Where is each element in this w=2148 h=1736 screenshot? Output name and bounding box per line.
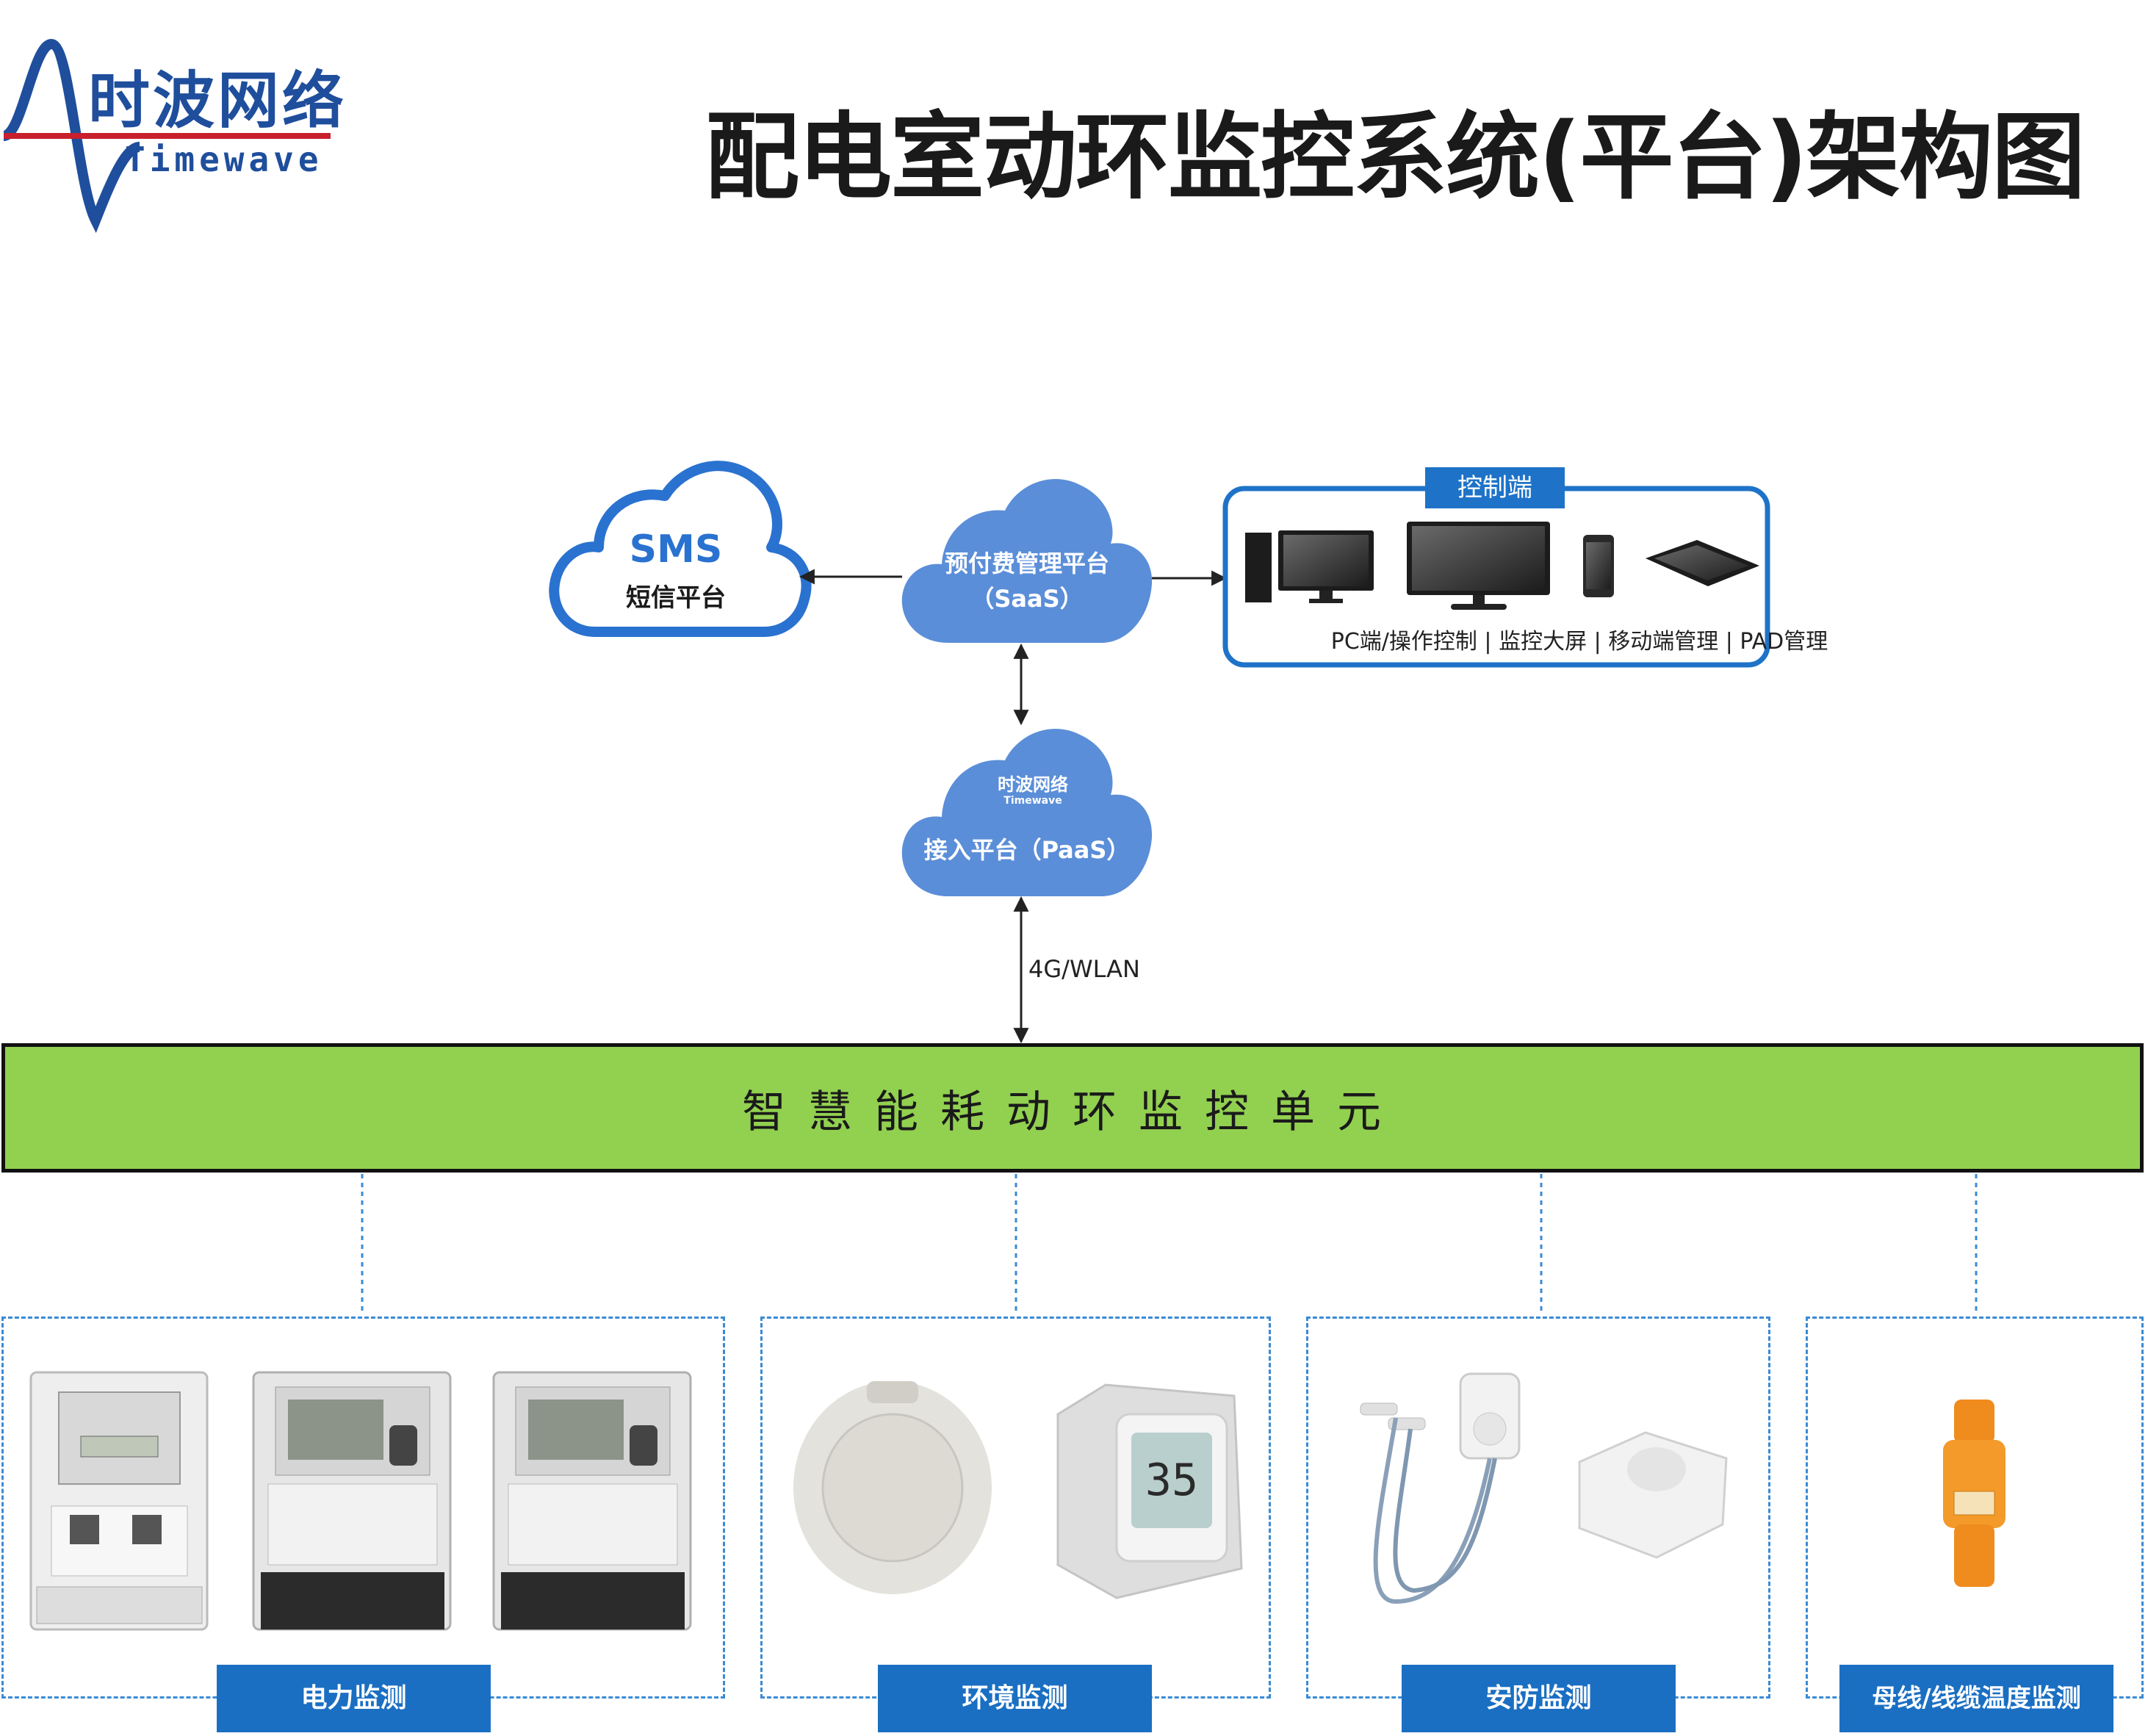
logo-wave-icon: [1, 38, 331, 234]
temperature-humidity-sensor-image: 35: [1056, 1383, 1243, 1599]
paas-cloud-title: 接入平台（PaaS）: [923, 836, 1131, 864]
logo-chinese-text: 时波网络: [88, 65, 347, 137]
page-title: 配电室动环监控系统(平台)架构图: [705, 103, 2086, 212]
paas-logo-english: Timewave: [1003, 795, 1062, 807]
busbar-temperature-sensor-image: [1943, 1400, 2005, 1587]
network-label: 4G/WLAN: [1028, 955, 1140, 983]
smoke-detector-image: [793, 1381, 992, 1594]
saas-cloud-icon: [901, 479, 1153, 643]
category-label-power: 电力监测: [217, 1665, 491, 1732]
monitor-screen-icon: [1407, 522, 1550, 610]
sms-cloud-title: SMS: [629, 527, 723, 572]
svg-text:35: 35: [1145, 1455, 1198, 1506]
logo-english-text: Timewave: [125, 140, 323, 179]
power-monitoring-box: [1, 1317, 725, 1699]
paas-cloud-icon: [901, 729, 1153, 896]
paas-logo-chinese: 时波网络: [998, 774, 1068, 795]
sms-cloud-subtitle: 短信平台: [626, 583, 726, 613]
monitoring-unit-label: 智慧能耗动环监控单元: [742, 1086, 1403, 1138]
saas-cloud-title: 预付费管理平台: [944, 550, 1109, 577]
category-label-busbar: 母线/线缆温度监测: [1839, 1665, 2113, 1732]
door-sensor-image: [1360, 1372, 1728, 1604]
unit-connectors: [361, 1174, 1978, 1315]
control-box-label: 控制端: [1425, 467, 1565, 508]
category-label-environment: 环境监测: [878, 1665, 1152, 1732]
category-label-security: 安防监测: [1402, 1665, 1676, 1732]
mobile-phone-icon: [1583, 535, 1614, 597]
pc-icon: [1245, 530, 1374, 603]
saas-cloud-subtitle: （SaaS）: [970, 585, 1084, 613]
power-meter-image: [29, 1371, 692, 1631]
tablet-icon: [1646, 540, 1759, 586]
monitoring-unit-bar: 智慧能耗动环监控单元: [1, 1043, 2144, 1173]
environment-monitoring-box: [760, 1317, 1271, 1699]
control-box-caption: PC端/操作控制 | 监控大屏 | 移动端管理 | PAD管理: [1330, 629, 1828, 655]
security-monitoring-box: [1306, 1317, 1770, 1699]
busbar-monitoring-box: [1806, 1317, 2144, 1699]
sms-cloud-icon: [549, 461, 812, 637]
